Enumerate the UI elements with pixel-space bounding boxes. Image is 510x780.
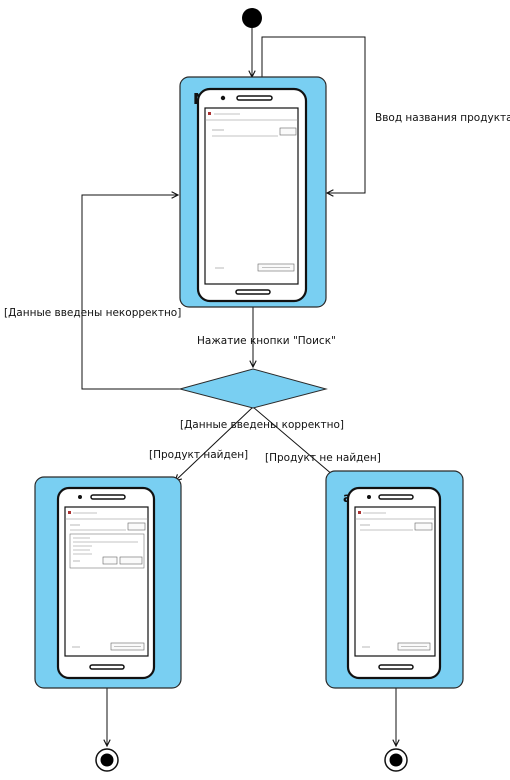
phone-screen xyxy=(64,506,149,657)
label-product-name-input: Ввод названия продукта xyxy=(375,112,510,124)
phone-camera xyxy=(220,95,226,101)
label-valid-data: [Данные введены корректно] xyxy=(180,419,344,431)
phone-screen xyxy=(354,506,436,657)
edge-invalid-loop xyxy=(81,195,180,390)
label-search-click: Нажатие кнопки "Поиск" xyxy=(197,335,336,347)
state-product-found xyxy=(34,476,182,689)
label-invalid-data: [Данные введены некорректно] xyxy=(4,307,181,319)
initial-node xyxy=(242,8,262,28)
phone-home-button xyxy=(235,289,271,295)
edge-to-found xyxy=(175,406,254,481)
edge-to-not-found xyxy=(252,406,340,481)
label-product-found: [Продукт найден] xyxy=(149,449,248,461)
label-product-not-found: [Продукт не найден] xyxy=(265,452,381,464)
final-node-found xyxy=(95,748,119,772)
edge-self-loop-input xyxy=(261,36,366,193)
final-node-not-found xyxy=(384,748,408,772)
phone-speaker xyxy=(236,95,273,101)
state-search-screen: М xyxy=(179,76,327,308)
state-product-not-found: а xyxy=(325,470,464,689)
phone-screen xyxy=(204,107,299,285)
decision-node xyxy=(178,368,328,409)
